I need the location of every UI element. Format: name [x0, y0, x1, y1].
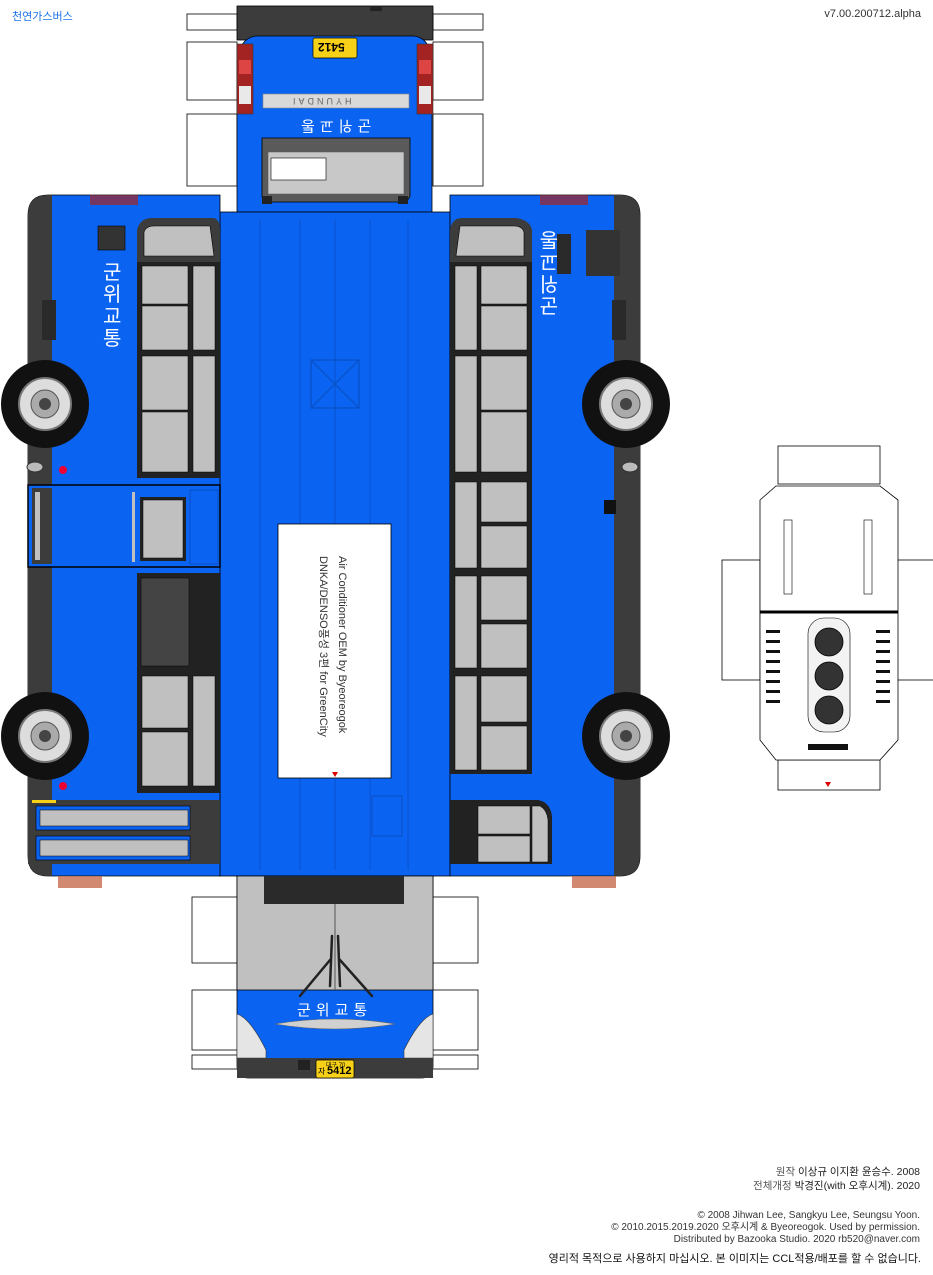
credit-original: 원작 이상규 이지환 윤승수. 2008 [776, 1166, 920, 1178]
credit-original-label: 원작 [775, 1166, 796, 1178]
page-title: 천연가스버스 [12, 11, 73, 23]
front-panel [236, 875, 434, 1079]
credit-revision-names: 박경진(with 오후시계). 2020 [794, 1180, 920, 1192]
roof-ac-label-line2: DNKA/DENSO풍성 3편 for GreenCity [317, 556, 329, 737]
credit-revision-label: 전체개정 [753, 1180, 792, 1192]
left-route-text: 군위교통 [103, 262, 122, 350]
roof-panel [219, 211, 451, 877]
front-plate-prefix: 자 [318, 1067, 326, 1076]
detail-piece [721, 445, 933, 791]
copyright-line-1: © 2008 Jihwan Lee, Sangkyu Lee, Seungsu … [697, 1210, 920, 1221]
front-route-name: 군위교통 [297, 1002, 373, 1019]
left-side-route-name: 군위교통 [103, 262, 123, 350]
version-label: v7.00.200712.alpha [824, 8, 921, 20]
credit-revision: 전체개정 박경진(with 오후시계). 2020 [753, 1180, 920, 1192]
rear-route-name: 군위교통 [296, 117, 372, 134]
distributed-line: Distributed by Bazooka Studio. 2020 rb52… [673, 1234, 920, 1245]
right-side-panel [449, 194, 670, 888]
right-side-route-name: 군위교통 [538, 228, 558, 316]
rear-panel [236, 5, 434, 213]
copyright-line-2: © 2010.2015.2019.2020 오후시계 & Byeoreogok.… [611, 1222, 920, 1233]
credit-original-names: 이상규 이지환 윤승수. 2008 [798, 1166, 920, 1178]
roof-ac-label-line1: Air Conditioner OEM by Byeoreogok [336, 556, 348, 734]
front-plate-region: 대구 70 [326, 1063, 346, 1069]
rear-plate-number: 5412 [318, 40, 345, 54]
usage-notice: 영리적 목적으로 사용하지 마십시오. 본 이미지는 CCL적용/배포를 할 수… [548, 1253, 921, 1265]
glue-tabs [186, 13, 484, 1070]
right-route-text: 군위교통 [539, 228, 558, 316]
rear-brand-label: HYUNDAI [290, 96, 352, 106]
left-side-panel [1, 194, 221, 888]
front-plate-number: 5412 [327, 1065, 352, 1077]
